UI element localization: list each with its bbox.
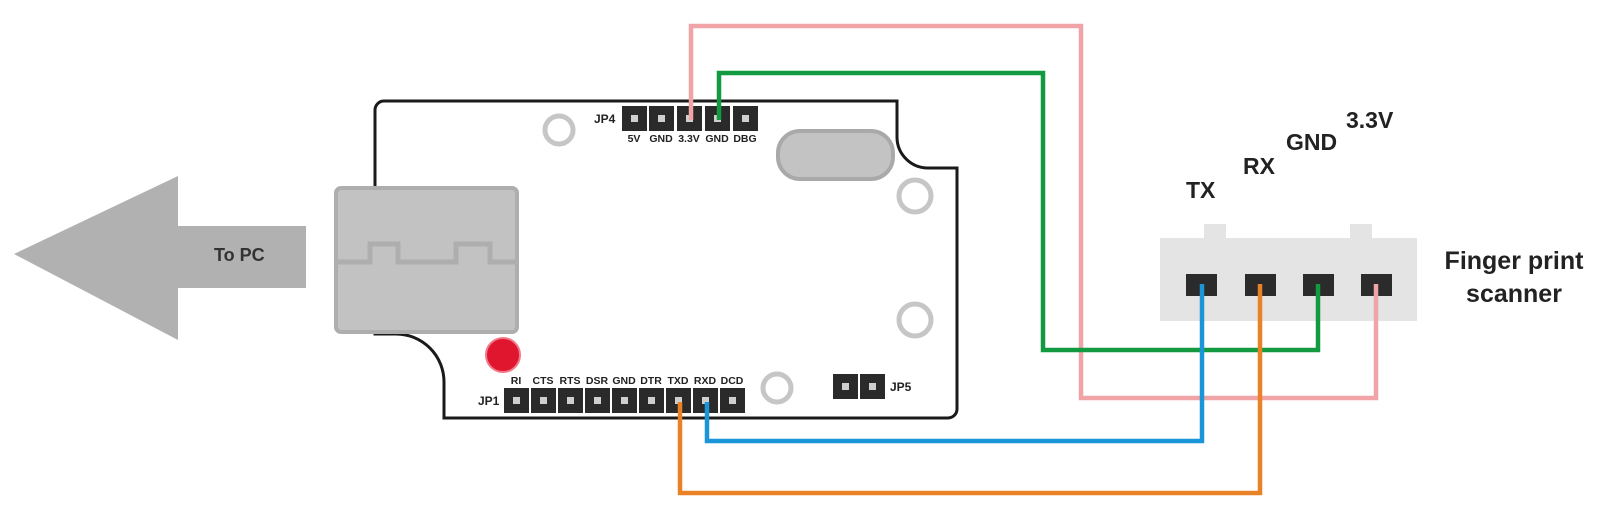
- wire-rx: [677, 284, 1263, 496]
- jp4-pin-label: DBG: [733, 133, 756, 145]
- fingerprint-scanner-connector: [1160, 224, 1417, 321]
- to-pc-label: To PC: [214, 245, 265, 265]
- jp5-label: JP5: [890, 380, 912, 394]
- usb-connector: [334, 186, 519, 334]
- jp1-pin-label: DSR: [586, 375, 609, 387]
- mounting-hole: [760, 371, 794, 405]
- wire-tx: [704, 284, 1205, 444]
- mounting-hole: [896, 301, 934, 339]
- scanner-pin-label: 3.3V: [1346, 107, 1394, 133]
- jp1-pin-label: TXD: [668, 375, 689, 387]
- jp4-pin-label: GND: [649, 133, 673, 145]
- scanner-title: scanner: [1466, 280, 1562, 308]
- jp4-pin-label: 3.3V: [678, 133, 700, 145]
- jp1-pin-label: RXD: [694, 375, 717, 387]
- jp1-pin-label: RI: [511, 375, 522, 387]
- jp1-pin-label: RTS: [560, 375, 581, 387]
- mounting-hole: [896, 177, 934, 215]
- scanner-pin-label: GND: [1286, 129, 1337, 155]
- scanner-pin-label: TX: [1186, 177, 1216, 203]
- mounting-hole: [542, 113, 576, 147]
- wire-3v3: [688, 23, 1379, 401]
- scanner-pin-label: RX: [1243, 153, 1276, 179]
- jp1-label: JP1: [478, 394, 500, 408]
- jp1-pin-label: GND: [612, 375, 636, 387]
- jp5-header: [833, 374, 885, 399]
- jp4-label: JP4: [594, 112, 616, 126]
- jp4-pin-label: GND: [705, 133, 729, 145]
- jp1-header: [504, 388, 745, 413]
- jp1-pin-label: DTR: [640, 375, 662, 387]
- jp1-pin-label: CTS: [533, 375, 554, 387]
- crystal-oscillator: [776, 129, 895, 181]
- jp4-pin-label: 5V: [628, 133, 641, 145]
- status-led: [485, 337, 521, 373]
- to-pc-arrow: [14, 176, 306, 340]
- jp1-pin-label: DCD: [721, 375, 744, 387]
- scanner-title: Finger print: [1445, 247, 1585, 275]
- wire-gnd: [716, 70, 1321, 353]
